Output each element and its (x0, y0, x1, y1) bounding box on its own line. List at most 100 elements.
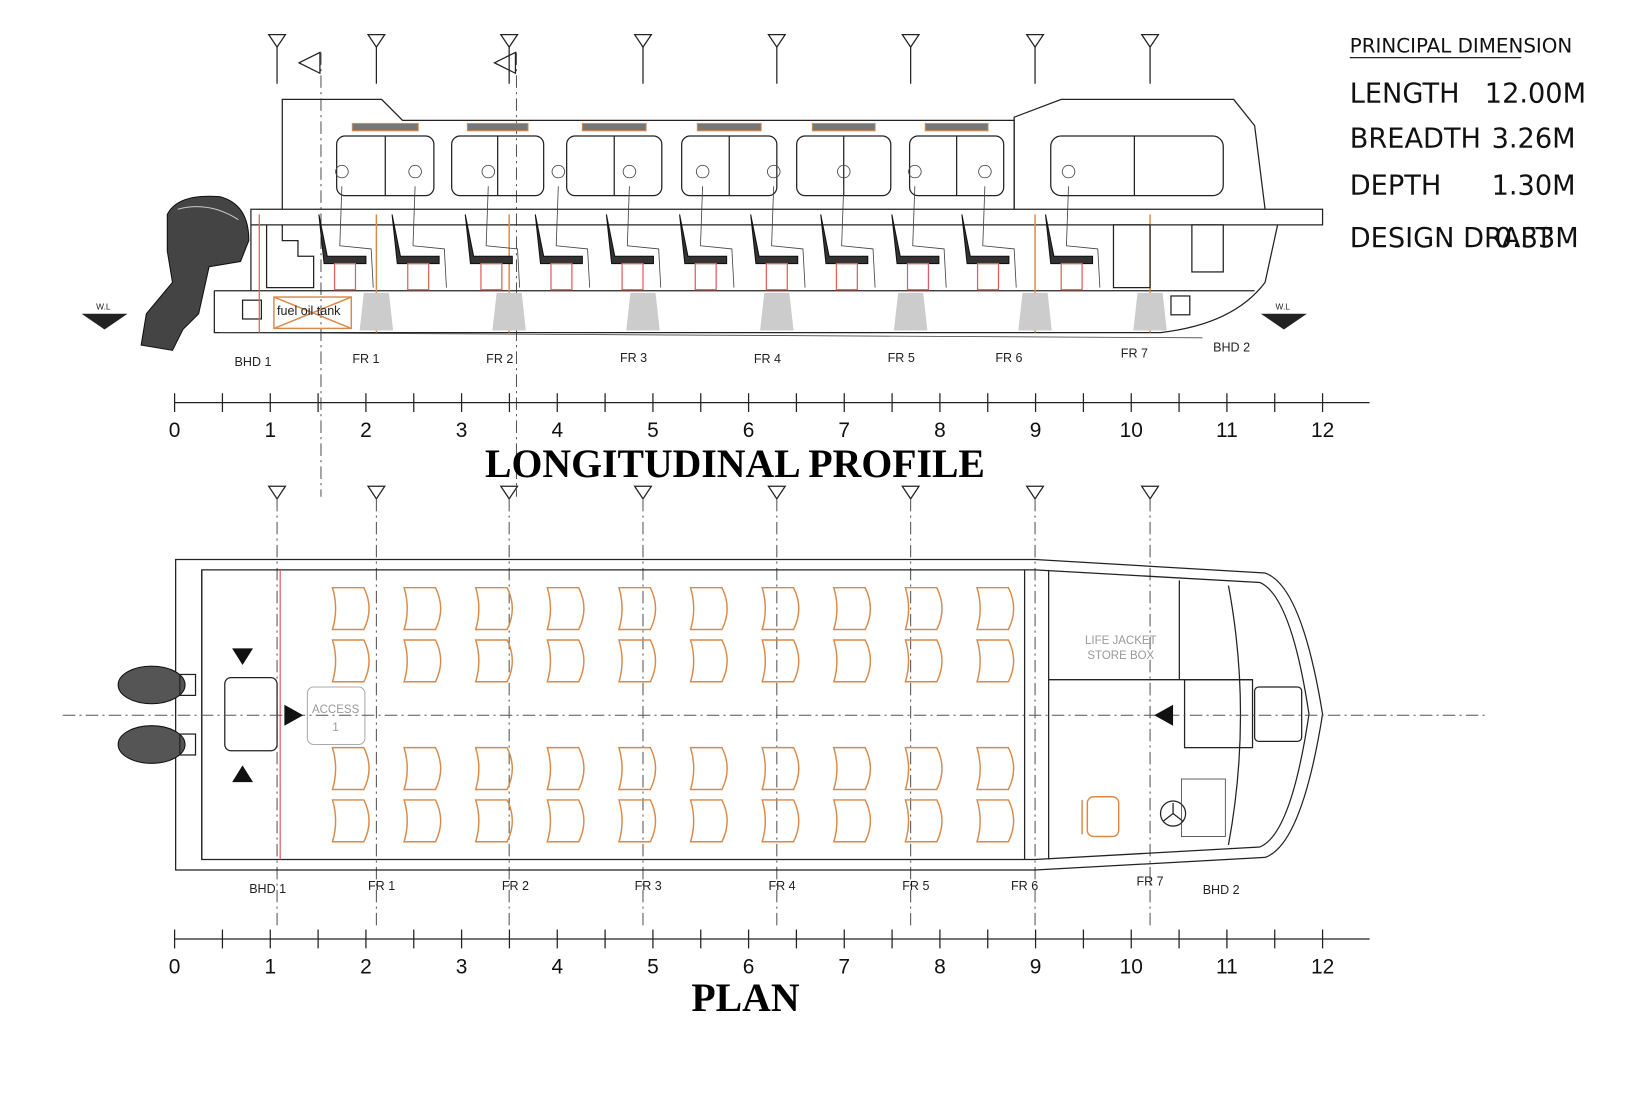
passenger-figure (978, 164, 1017, 288)
scale-tick-label: 1 (264, 955, 276, 978)
hatch (1253, 686, 1303, 743)
dimension-heading: PRINCIPAL DIMENSION (1350, 34, 1573, 57)
floor-support (1133, 292, 1167, 331)
seat (1044, 214, 1094, 265)
passenger-figure (1061, 164, 1101, 288)
svg-text:W.L: W.L (96, 302, 111, 312)
arrow-left-icon (1154, 704, 1174, 726)
seat (820, 214, 869, 265)
outboard-engines-plan (117, 665, 197, 764)
frame-lines (258, 214, 1167, 333)
passenger-figure (908, 164, 947, 288)
seat-base (550, 262, 573, 291)
scale-tick-label: 5 (647, 419, 659, 442)
station-label: FR 1 (352, 352, 379, 366)
profile-title: LONGITUDINAL PROFILE (485, 442, 985, 486)
window-vent (811, 122, 876, 132)
store-box-label: STORE BOX (1087, 650, 1154, 662)
fuel-oil-tank (273, 296, 353, 330)
frame-marker-icon (767, 33, 787, 49)
depth-label: DEPTH (1350, 171, 1442, 202)
length-value: 12.00M (1485, 79, 1586, 110)
transom-hatch (224, 676, 278, 752)
plan-title: PLAN (691, 976, 799, 1020)
arrow-down-icon (232, 648, 254, 666)
scale-tick-label: 5 (647, 955, 659, 978)
hull-bottom (213, 224, 1279, 334)
seat (318, 214, 367, 265)
seat (464, 214, 513, 265)
seat (689, 586, 728, 631)
scale-tick-label: 9 (1030, 419, 1042, 442)
seat (403, 639, 442, 683)
seat (403, 799, 442, 843)
seat (617, 746, 657, 791)
frame-markers (267, 33, 1160, 84)
seat (331, 586, 370, 631)
seat (976, 746, 1015, 791)
breadth-value: 3.26M (1492, 124, 1576, 155)
seat (761, 639, 800, 683)
frame-marker-icon (1140, 485, 1160, 500)
waterline-marker-fwd: W.L (1260, 302, 1307, 330)
arrow-right-icon (284, 704, 304, 726)
station-label: FR 4 (754, 352, 781, 366)
seat (617, 639, 657, 683)
frame-marker-icon (1140, 33, 1160, 49)
station-label: FR 3 (635, 879, 662, 893)
frame-marker-icon (901, 485, 921, 500)
scale-tick-label: 7 (838, 419, 850, 442)
scale-tick-label: 7 (838, 955, 850, 978)
svg-text:W.L: W.L (1276, 302, 1291, 312)
seat (617, 799, 657, 843)
seat (904, 586, 943, 631)
seat (546, 799, 585, 843)
scale-tick-label: 0 (169, 419, 181, 442)
access-label: ACCESS (312, 704, 360, 716)
passenger-figure (408, 164, 447, 288)
captain-seat-icon (1081, 796, 1120, 838)
access-number: 1 (332, 722, 338, 734)
seat (832, 799, 872, 843)
seat (689, 799, 728, 843)
seat (832, 746, 872, 791)
scale-tick-label: 2 (360, 419, 372, 442)
window-vent (696, 122, 762, 132)
draft-label: DESIGN DRAFT (1350, 223, 1553, 254)
station-label: FR 2 (486, 352, 513, 366)
seat-base (333, 262, 357, 291)
seat-base (1060, 262, 1083, 291)
seat (761, 799, 800, 843)
station-label: FR 6 (1011, 879, 1038, 893)
depth-value: 1.30M (1492, 171, 1576, 202)
seat (474, 746, 514, 791)
frame-marker-icon (901, 33, 921, 49)
scale-tick-label: 1 (264, 419, 276, 442)
seat (534, 214, 583, 265)
passenger-figure (551, 164, 591, 288)
seat (546, 639, 585, 683)
seat (904, 799, 943, 843)
aft-cabin (281, 98, 1015, 210)
frame-marker-icon (1025, 485, 1045, 500)
seat (689, 746, 728, 791)
floor-support (626, 292, 660, 331)
station-label: FR 1 (368, 879, 395, 893)
length-label: LENGTH (1350, 79, 1460, 110)
scale-tick-label: 11 (1216, 955, 1238, 978)
station-label: FR 5 (888, 351, 915, 365)
deck-line (250, 208, 1324, 226)
fuel-oil-tank-label: fuel oil tank (277, 304, 341, 318)
seat-base (621, 262, 644, 291)
seat (961, 214, 1010, 265)
seat (331, 746, 370, 791)
outboard-engine-icon (140, 195, 250, 351)
seat (904, 746, 943, 791)
seat-base (835, 262, 858, 291)
steering-wheel-icon (1159, 778, 1226, 837)
passenger-figure (767, 164, 806, 288)
seat (832, 639, 872, 683)
